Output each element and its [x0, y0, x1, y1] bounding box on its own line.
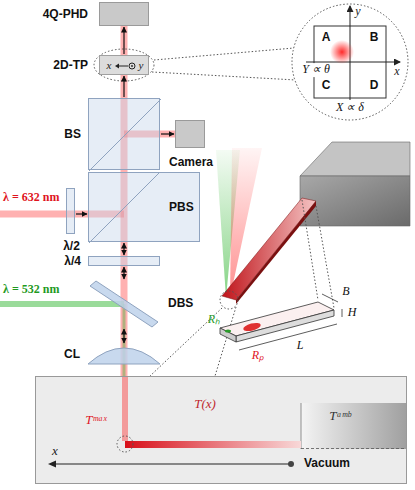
node-label: 2D-TP — [53, 59, 88, 73]
slab-front — [236, 310, 334, 342]
polarizing-beam-splitter: PBS — [88, 172, 200, 242]
axis-label: x — [394, 65, 399, 79]
dimension-lines — [239, 294, 342, 350]
dichroic-beam-splitter: DBS — [88, 280, 199, 328]
dimension-label: L — [297, 339, 304, 353]
quadrant-label: B — [370, 31, 379, 45]
green-beam — [123, 304, 126, 376]
cantilever — [222, 198, 316, 300]
signal-label: Y ∝ θ — [300, 63, 332, 77]
temperature-label: Tᵃᵐᵇ — [329, 409, 350, 424]
node-label: BS — [64, 128, 81, 142]
dimension-label: H — [348, 306, 357, 320]
green-beam — [0, 301, 124, 307]
wavelength-label: λ = 532 nm — [3, 283, 59, 297]
quarter-wave-plate: λ/4 — [88, 256, 160, 266]
camera-box: Camera — [175, 120, 205, 148]
radius-label: Rₕ — [208, 313, 220, 327]
dimension-label: B — [342, 285, 349, 299]
zoom-line — [150, 308, 222, 376]
cylindrical-lens-shape — [88, 344, 160, 364]
node-label: 4Q-PHD — [43, 8, 88, 22]
node-label: Camera — [169, 156, 213, 170]
node-label: Vacuum — [304, 457, 350, 471]
probe-spot — [242, 321, 261, 332]
detector-box: 4Q-PHD — [99, 2, 149, 26]
vacuum-chamber-shape — [36, 377, 406, 483]
axis-label: x — [107, 59, 112, 72]
probe-chip — [300, 142, 410, 226]
beam-splitter: BS — [88, 98, 160, 170]
axis-label: y — [355, 5, 360, 19]
cantilever-model — [220, 302, 334, 342]
quadrant-label: D — [370, 79, 379, 93]
radius-label: Rₚ — [252, 349, 264, 363]
node-label: CL — [64, 348, 80, 362]
node-label: PBS — [169, 201, 194, 215]
half-wave-plate: λ/2 — [66, 188, 75, 234]
beam-arrow — [76, 213, 87, 214]
laser-spot — [330, 40, 354, 64]
beam-arrow — [123, 329, 124, 343]
zoom-line — [152, 72, 296, 80]
cantilever-side — [236, 201, 316, 304]
temperature-label: T(x) — [194, 397, 216, 412]
signal-label: X ∝ δ — [336, 101, 364, 115]
beam-splitter-shape — [89, 99, 159, 169]
beam-arrow — [123, 243, 124, 255]
quadrant-label: A — [322, 31, 331, 45]
dim-H — [342, 309, 343, 317]
zoom-line — [316, 206, 334, 308]
beam-arrow — [123, 76, 124, 97]
beam-arrow — [123, 267, 124, 279]
vacuum-chamber: Vacuum — [35, 376, 407, 484]
quadrant-label: C — [322, 79, 331, 93]
node-label: DBS — [168, 297, 193, 311]
tip-marker — [220, 291, 238, 309]
axis-label: y — [139, 59, 144, 72]
inset-circle — [292, 4, 408, 120]
wavelength-label: λ = 632 nm — [3, 191, 59, 205]
chip-top — [300, 142, 410, 176]
chip-front — [300, 176, 410, 226]
beam-arrow — [123, 27, 124, 54]
temperature-label: Tᵐᵃˣ — [85, 413, 107, 428]
node-label: λ/4 — [64, 255, 81, 269]
heater-spot — [225, 330, 231, 333]
axis-label: x — [52, 444, 58, 459]
node-label: λ/2 — [63, 240, 80, 254]
zoom-line — [302, 200, 318, 300]
beam-arrow — [161, 133, 174, 134]
zoom-line — [154, 48, 294, 60]
slab-left — [220, 328, 236, 342]
cylindrical-lens: CL — [88, 344, 160, 364]
dim-L — [239, 324, 337, 350]
dim-B — [322, 294, 338, 302]
